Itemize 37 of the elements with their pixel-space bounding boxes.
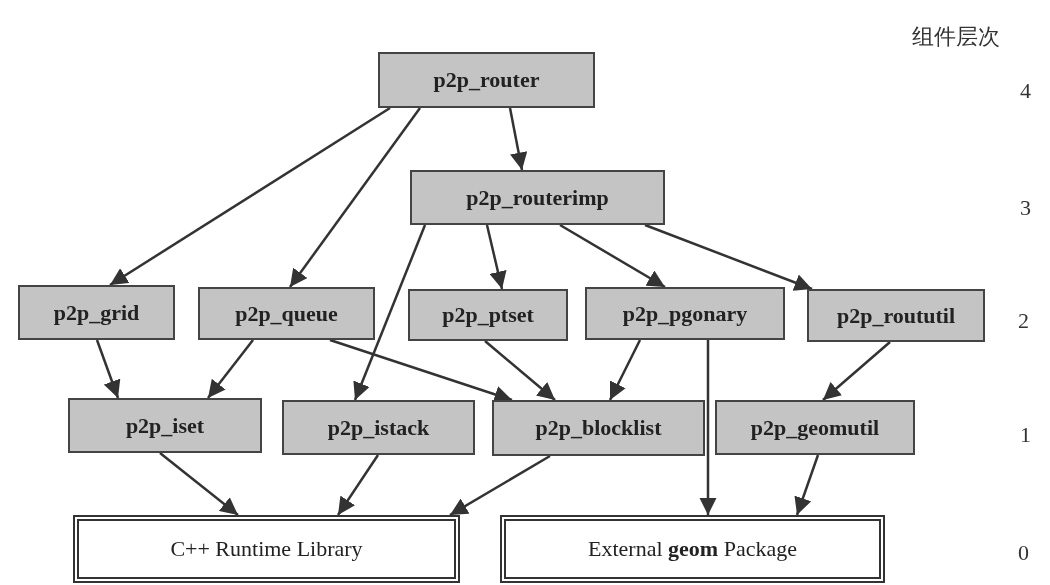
component-box: p2p_iset xyxy=(68,398,262,453)
arrow xyxy=(508,107,528,171)
arrow xyxy=(822,341,891,401)
component-box: p2p_router xyxy=(378,52,595,108)
arrow xyxy=(484,340,556,401)
level-number: 1 xyxy=(1020,422,1031,448)
arrow xyxy=(159,452,239,516)
component-box: p2p_blocklist xyxy=(492,400,705,456)
level-number: 0 xyxy=(1018,540,1029,566)
arrow xyxy=(699,340,717,515)
arrow xyxy=(207,339,254,399)
arrow xyxy=(95,339,121,399)
component-box: p2p_istack xyxy=(282,400,475,455)
component-box: p2p_queue xyxy=(198,287,375,340)
component-box: p2p_grid xyxy=(18,285,175,340)
arrow xyxy=(336,454,380,516)
level-number: 3 xyxy=(1020,195,1031,221)
arrow xyxy=(794,454,820,516)
arrow xyxy=(559,223,666,289)
arrow xyxy=(289,107,421,288)
arrow xyxy=(644,223,813,291)
component-box: p2p_ptset xyxy=(408,289,568,341)
level-number: 2 xyxy=(1018,308,1029,334)
component-box: p2p_routerimp xyxy=(410,170,665,225)
level-number: 4 xyxy=(1020,78,1031,104)
arrow xyxy=(485,224,507,290)
package-box: External geom Package xyxy=(500,515,885,583)
arrow xyxy=(109,106,391,287)
column-heading: 组件层次 xyxy=(912,23,1000,51)
component-box: p2p_roututil xyxy=(807,289,985,342)
arrow xyxy=(329,338,513,403)
component-box: p2p_pgonary xyxy=(585,287,785,340)
package-box: C++ Runtime Library xyxy=(73,515,460,583)
arrow xyxy=(608,339,642,401)
arrow xyxy=(353,224,427,401)
component-box: p2p_geomutil xyxy=(715,400,915,455)
arrow xyxy=(449,454,551,517)
